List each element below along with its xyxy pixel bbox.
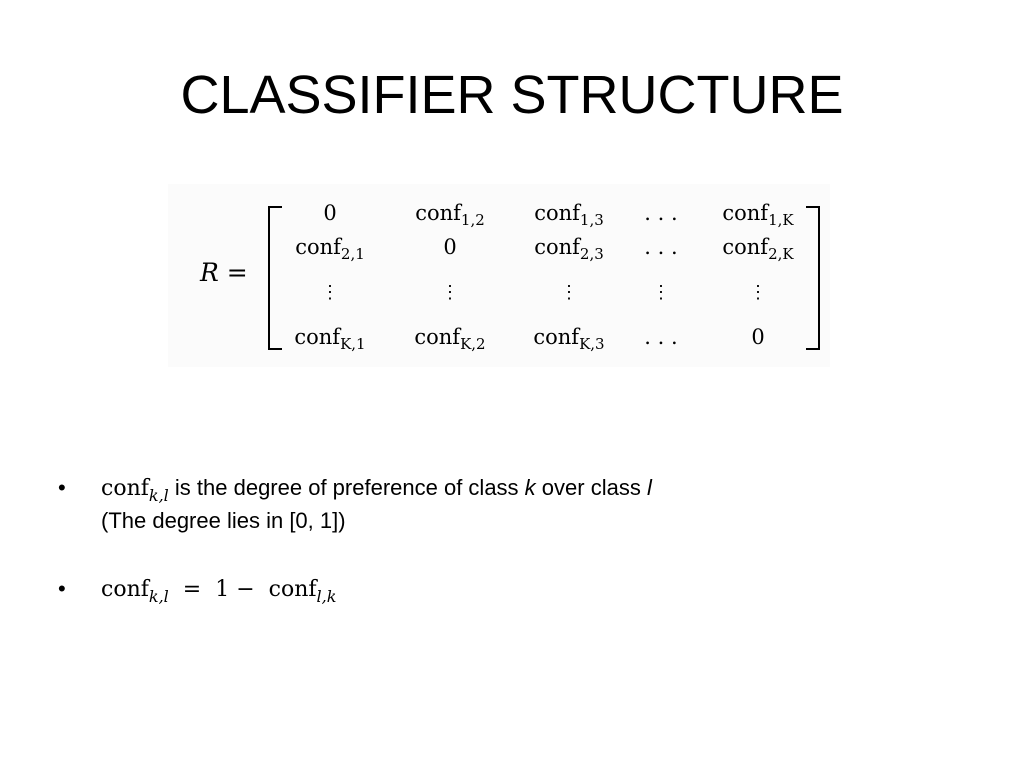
slide-title: CLASSIFIER STRUCTURE: [180, 65, 844, 125]
matrix-cell: . . .: [644, 324, 677, 350]
matrix-cell-subscript: 1,3: [579, 211, 604, 229]
matrix-cell-value: . . .: [644, 235, 678, 259]
matrix-cell-subscript: 1,2: [460, 211, 485, 229]
right-bracket: [806, 206, 820, 350]
matrix-lhs: R =: [200, 258, 248, 288]
matrix-cell-value: conf: [414, 325, 461, 349]
matrix-cell: 0: [443, 234, 456, 260]
bullet-item-symmetry: • confk,l = 1 − confl,k: [58, 573, 958, 606]
matrix-cell-value: ⋮: [560, 282, 578, 303]
matrix-cell-value: 0: [751, 325, 765, 349]
bullet-item-definition: • confk,l is the degree of preference of…: [58, 472, 958, 537]
conf-symbol: conf: [268, 577, 317, 602]
matrix-cell-subscript: 2,1: [340, 245, 365, 263]
matrix-cell: . . .: [644, 200, 677, 226]
left-bracket: [268, 206, 282, 350]
matrix-cell: confK,2: [414, 324, 486, 353]
matrix-cell-value: conf: [534, 235, 580, 259]
matrix-cell-value: . . .: [644, 325, 678, 349]
matrix-cell-value: conf: [534, 201, 580, 225]
bullet-marker: •: [58, 475, 66, 500]
matrix-cell: 0: [751, 324, 764, 350]
matrix-cell-value: ⋮: [652, 282, 670, 303]
matrix-cell-value: ⋮: [441, 282, 459, 303]
matrix-cell-value: conf: [722, 235, 769, 259]
matrix-cell: conf2,K: [722, 234, 794, 263]
matrix-cell-value: ⋮: [321, 282, 339, 303]
matrix-cell-value: 0: [443, 235, 457, 259]
matrix-cell-value: 0: [323, 201, 337, 225]
matrix-equals: =: [218, 258, 248, 287]
matrix-cell-value: conf: [722, 201, 769, 225]
matrix-cell-subscript: K,1: [340, 335, 366, 353]
bullet-marker: •: [58, 576, 66, 601]
matrix-cell: confK,3: [533, 324, 605, 353]
matrix-cell-value: conf: [533, 325, 580, 349]
class-k: k: [524, 475, 536, 500]
matrix-cell-subscript: K,3: [579, 335, 605, 353]
matrix-cell-value: conf: [295, 235, 341, 259]
matrix-cell-subscript: 1,K: [768, 211, 794, 229]
matrix-cell: conf1,K: [722, 200, 794, 229]
conf-subscript: l,k: [316, 587, 337, 606]
matrix-cell-subscript: 2,K: [768, 245, 794, 263]
matrix-cell: conf2,1: [295, 234, 365, 263]
matrix-cell: conf2,3: [534, 234, 604, 263]
matrix-cell: 0: [323, 200, 336, 226]
matrix-cell: conf1,2: [415, 200, 485, 229]
matrix-cell: ⋮: [321, 278, 339, 304]
class-l: l: [646, 475, 652, 500]
equation-operator: = 1 −: [168, 577, 269, 602]
matrix-symbol: R: [200, 258, 219, 287]
bullet-list: • confk,l is the degree of preference of…: [58, 472, 958, 606]
conf-symbol: conf: [101, 577, 149, 602]
matrix-cell-subscript: K,2: [460, 335, 486, 353]
matrix-cell: ⋮: [652, 278, 670, 304]
conf-subscript: k,l: [148, 486, 169, 505]
matrix-cell: ⋮: [749, 278, 767, 304]
conf-symbol: conf: [101, 476, 149, 501]
matrix-cell: confK,1: [294, 324, 366, 353]
matrix-cell-value: conf: [294, 325, 341, 349]
matrix-cell: conf1,3: [534, 200, 604, 229]
matrix-cell-value: . . .: [644, 201, 678, 225]
bullet-subtext: (The degree lies in [0, 1]): [101, 508, 346, 533]
matrix-cell-value: ⋮: [749, 282, 767, 303]
matrix-cell-subscript: 2,3: [579, 245, 604, 263]
matrix-cell: ⋮: [441, 278, 459, 304]
bullet-text: is the degree of preference of class: [168, 475, 525, 500]
conf-subscript: k,l: [148, 587, 169, 606]
matrix-cell-value: conf: [415, 201, 461, 225]
matrix-cell: . . .: [644, 234, 677, 260]
bullet-text: over class: [535, 475, 647, 500]
matrix-cell: ⋮: [560, 278, 578, 304]
